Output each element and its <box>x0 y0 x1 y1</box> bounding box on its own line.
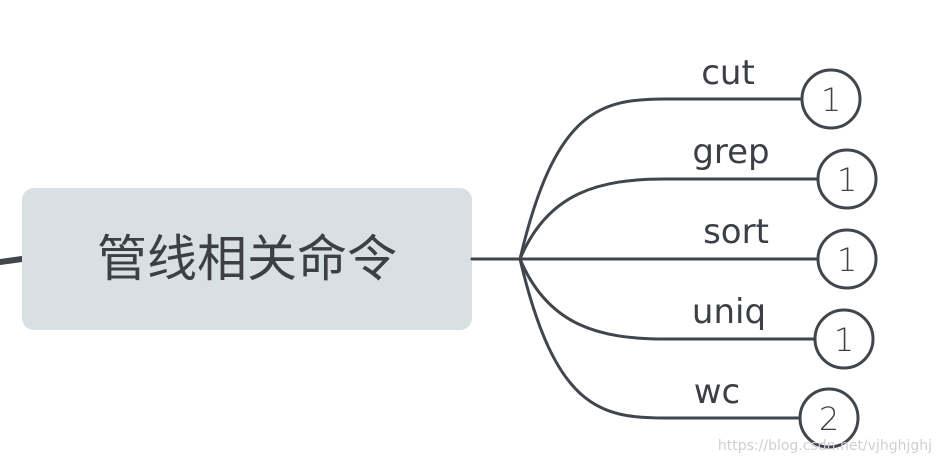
central-topic-node[interactable]: 管线相关命令 <box>22 188 472 330</box>
branch-label-cut: cut <box>701 53 755 93</box>
branch-label-grep: grep <box>692 132 769 172</box>
count-badge-uniq <box>813 308 875 370</box>
count-badge-text-cut: 1 <box>821 81 841 119</box>
central-topic-box[interactable] <box>22 188 472 330</box>
count-badge-sort <box>816 228 878 290</box>
count-badge-wc <box>798 387 860 449</box>
branch-wc[interactable]: wc 2 <box>518 257 860 449</box>
branch-connector-uniq <box>518 257 817 341</box>
branch-connector-grep <box>518 177 820 261</box>
count-badge-text-uniq: 1 <box>834 321 854 359</box>
parent-connector <box>0 256 25 265</box>
branch-connector-wc <box>518 257 802 420</box>
count-badge-grep <box>816 148 878 210</box>
branch-grep[interactable]: grep 1 <box>518 132 878 261</box>
central-topic-label: 管线相关命令 <box>97 230 397 288</box>
branch-connector-cut <box>518 97 802 261</box>
count-badge-text-grep: 1 <box>837 161 857 199</box>
branch-label-sort: sort <box>703 212 769 252</box>
branch-cut[interactable]: cut 1 <box>518 53 862 261</box>
count-badge-text-sort: 1 <box>837 241 857 279</box>
count-badge-cut <box>800 68 862 130</box>
branch-sort[interactable]: sort 1 <box>518 212 878 290</box>
branch-label-wc: wc <box>694 372 741 412</box>
branch-uniq[interactable]: uniq 1 <box>518 257 875 370</box>
count-badge-text-wc: 2 <box>819 400 839 438</box>
watermark-text: https://blog.csdn.net/vjhghjghj <box>718 438 932 454</box>
branch-label-uniq: uniq <box>692 292 766 332</box>
